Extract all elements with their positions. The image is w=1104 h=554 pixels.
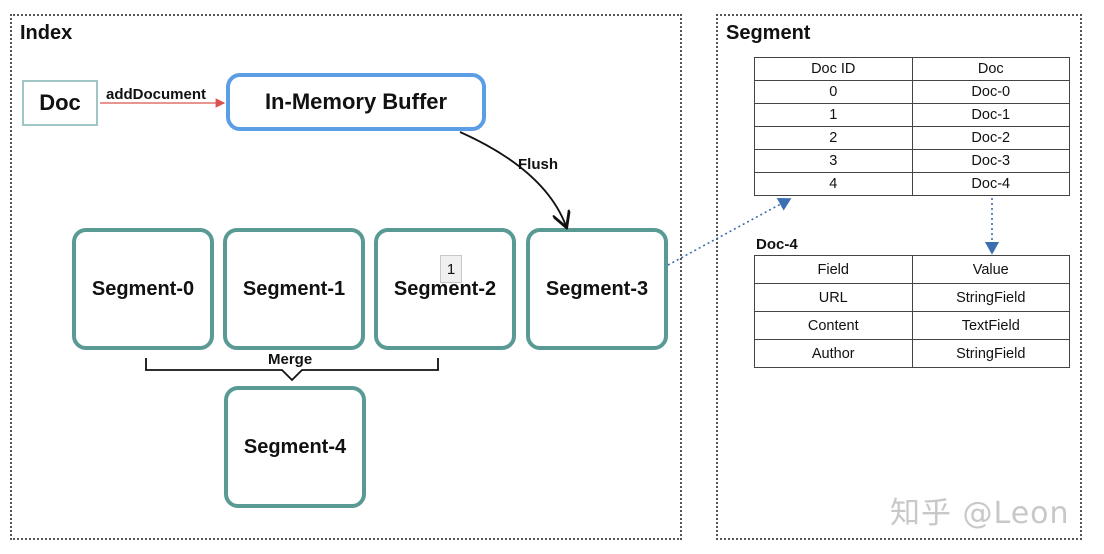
table-cell: 0 (754, 80, 913, 104)
table-row: Author StringField (754, 339, 1070, 368)
add-document-label: addDocument (106, 86, 207, 103)
table-cell: 2 (754, 126, 913, 150)
table-header-cell: Doc (911, 57, 1070, 81)
doc-4-title: Doc-4 (756, 236, 798, 253)
table-row: 2 Doc-2 (754, 126, 1070, 150)
table-cell: StringField (911, 283, 1070, 312)
segment-2-node: Segment-2 (374, 228, 516, 350)
segment-panel-title: Segment (726, 22, 811, 44)
segment-panel: Segment (716, 14, 1082, 540)
index-panel: Index (10, 14, 682, 540)
segment-3-node: Segment-3 (526, 228, 668, 350)
table-cell: Doc-1 (911, 103, 1070, 127)
table-cell: Doc-2 (911, 126, 1070, 150)
table-cell: 4 (754, 172, 913, 196)
table-cell: Doc-0 (911, 80, 1070, 104)
table-row: 4 Doc-4 (754, 172, 1070, 196)
table-row: Content TextField (754, 311, 1070, 340)
table-header-row: Doc ID Doc (754, 57, 1070, 81)
table-cell: 3 (754, 149, 913, 173)
table-row: URL StringField (754, 283, 1070, 312)
doc-node: Doc (22, 80, 98, 126)
in-memory-buffer-node: In-Memory Buffer (226, 73, 486, 131)
table-header-cell: Doc ID (754, 57, 913, 81)
field-table: Field Value URL StringField Content Text… (754, 255, 1070, 368)
merge-label: Merge (268, 351, 313, 368)
flush-label: Flush (518, 156, 558, 173)
table-row: 1 Doc-1 (754, 103, 1070, 127)
table-header-cell: Value (911, 255, 1070, 284)
table-cell: StringField (911, 339, 1070, 368)
table-cell: TextField (911, 311, 1070, 340)
table-cell: Doc-3 (911, 149, 1070, 173)
table-row: 3 Doc-3 (754, 149, 1070, 173)
table-header-row: Field Value (754, 255, 1070, 284)
table-row: 0 Doc-0 (754, 80, 1070, 104)
watermark: 知乎 @Leon (890, 496, 1070, 531)
table-header-cell: Field (754, 255, 913, 284)
table-cell: URL (754, 283, 913, 312)
segment-0-node: Segment-0 (72, 228, 214, 350)
doc-table: Doc ID Doc 0 Doc-0 1 Doc-1 2 Doc-2 3 Doc… (754, 57, 1070, 196)
table-cell: Doc-4 (911, 172, 1070, 196)
table-cell: Content (754, 311, 913, 340)
index-title: Index (20, 22, 73, 44)
segment-4-node: Segment-4 (224, 386, 366, 508)
table-cell: 1 (754, 103, 913, 127)
badge: 1 (440, 255, 462, 283)
table-cell: Author (754, 339, 913, 368)
segment-1-node: Segment-1 (223, 228, 365, 350)
